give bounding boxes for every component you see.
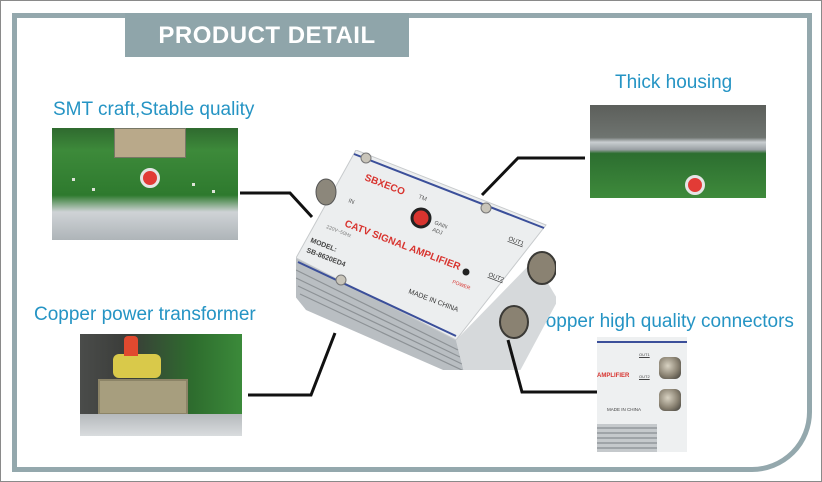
heat-sink-fins (296, 269, 464, 370)
screw (335, 274, 347, 286)
transformer-top (114, 128, 186, 158)
heat-sink (296, 258, 464, 370)
in-label: IN (347, 198, 355, 206)
photo-thick-housing (590, 105, 766, 198)
header-banner: PRODUCT DETAIL (125, 13, 409, 57)
origin-label-inset: MADE IN CHINA (607, 407, 642, 412)
smd-part (92, 188, 95, 191)
out2-label-inset: OUT2 (639, 374, 650, 379)
caption-thick-housing: Thick housing (615, 72, 733, 93)
caption-connectors: Copper high quality connectors (532, 311, 794, 332)
smd-part (192, 183, 195, 186)
trademark-label: TM (417, 194, 427, 203)
connector-out1 (527, 251, 556, 285)
smd-part (72, 178, 75, 181)
out1-label-inset: OUT1 (639, 352, 650, 357)
heat-sink (597, 424, 657, 452)
amp-label-inset: AMPLIFIER (597, 373, 630, 379)
photo-transformer (80, 334, 242, 436)
gain-label: GAIN (433, 220, 448, 230)
blue-stripe-top (353, 153, 545, 229)
page-title: PRODUCT DETAIL (158, 22, 376, 49)
connector-out2 (499, 305, 529, 339)
connector-in (315, 178, 337, 206)
caption-transformer: Copper power transformer (34, 304, 256, 325)
top-face (296, 150, 547, 341)
gain-knob (410, 207, 432, 229)
photo-smt-pcb (52, 128, 238, 240)
photo-connectors: AMPLIFIER OUT1 OUT2 MADE IN CHINA (597, 337, 687, 452)
blue-stripe-bottom (297, 261, 457, 337)
smd-part (212, 190, 215, 193)
housing-tray (80, 414, 242, 436)
out1-label: OUT1 (507, 236, 525, 248)
caption-smt: SMT craft,Stable quality (53, 99, 255, 120)
blue-stripe (597, 341, 687, 343)
transformer-cap (124, 336, 138, 356)
pcb-button (685, 175, 705, 195)
adj-label: ADJ (431, 227, 443, 236)
content-frame (12, 13, 812, 472)
connector-out1 (659, 357, 681, 379)
connector-out2 (659, 389, 681, 411)
screw (480, 202, 492, 214)
transformer-core (98, 379, 188, 415)
transformer-coil (113, 354, 161, 378)
out2-label: OUT2 (487, 272, 505, 284)
screw (360, 152, 372, 164)
power-led (462, 268, 470, 276)
amplifier-product-image: SBXECO TM IN CATV SIGNAL AMPLIFIER 220V~… (296, 150, 556, 370)
pcb-button (140, 168, 160, 188)
